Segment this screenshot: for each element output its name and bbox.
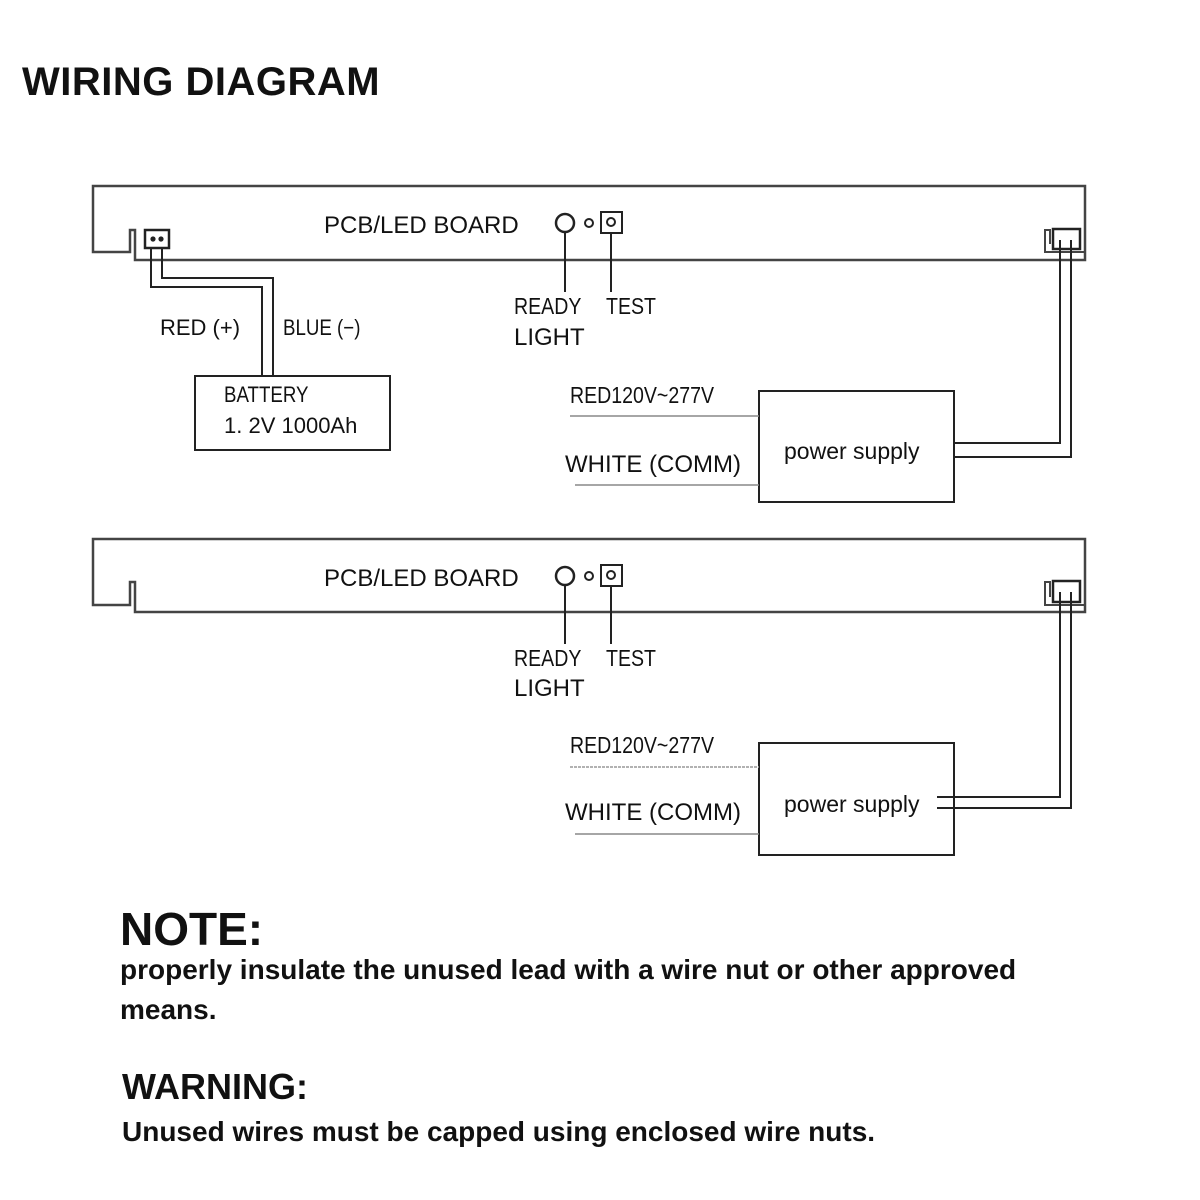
output-connector-icon bbox=[1051, 579, 1082, 604]
ready-light-label-2: LIGHT bbox=[514, 675, 585, 702]
input-white-label: WHITE (COMM) bbox=[565, 451, 741, 478]
test-button-icon bbox=[600, 564, 623, 587]
test-label: TEST bbox=[606, 645, 656, 671]
ready-light-label-2: LIGHT bbox=[514, 324, 585, 351]
input-red-label: RED120V~277V bbox=[570, 732, 715, 758]
indicator-dot-icon bbox=[584, 571, 594, 581]
warning-heading: WARNING: bbox=[122, 1066, 308, 1107]
blue-wire-label: BLUE (−) bbox=[283, 315, 361, 340]
warning-text: Unused wires must be capped using enclos… bbox=[122, 1116, 876, 1147]
power-supply-box bbox=[758, 390, 955, 503]
indicator-dot-icon bbox=[584, 218, 594, 228]
test-button-icon bbox=[600, 211, 623, 234]
power-supply-label: power supply bbox=[784, 791, 920, 817]
power-supply-label: power supply bbox=[784, 438, 920, 464]
input-white-label: WHITE (COMM) bbox=[565, 799, 741, 826]
ready-light-icon bbox=[554, 565, 576, 587]
led-board-1 bbox=[91, 184, 1087, 262]
diagram-title: WIRING DIAGRAM bbox=[22, 60, 381, 104]
power-supply-box bbox=[758, 742, 955, 856]
input-red-label: RED120V~277V bbox=[570, 382, 715, 408]
output-wire-2 bbox=[937, 592, 1072, 809]
ready-light-label: READY bbox=[514, 293, 582, 319]
output-wire-1 bbox=[937, 592, 1061, 798]
ready-light-label: READY bbox=[514, 645, 582, 671]
note-heading: NOTE: bbox=[120, 903, 264, 955]
output-wire-2 bbox=[955, 240, 1072, 458]
board-outline bbox=[91, 537, 1087, 614]
ready-light-icon bbox=[554, 212, 576, 234]
red-wire-label: RED (+) bbox=[160, 315, 241, 340]
battery-box bbox=[194, 375, 391, 451]
board-label: PCB/LED BOARD bbox=[324, 212, 519, 239]
output-wire-1 bbox=[955, 240, 1061, 444]
battery-spec: 1. 2V 1000Ah bbox=[224, 413, 358, 438]
led-board-2 bbox=[91, 537, 1087, 614]
battery-connector-icon bbox=[143, 228, 171, 250]
blue-wire bbox=[161, 248, 274, 376]
board-outline bbox=[91, 184, 1087, 262]
test-label: TEST bbox=[606, 293, 656, 319]
red-wire bbox=[150, 248, 263, 376]
note-text: properly insulate the unused lead with a… bbox=[120, 954, 1017, 1025]
board-label: PCB/LED BOARD bbox=[324, 565, 519, 592]
battery-label: BATTERY bbox=[224, 382, 309, 407]
output-connector-icon bbox=[1051, 227, 1082, 251]
